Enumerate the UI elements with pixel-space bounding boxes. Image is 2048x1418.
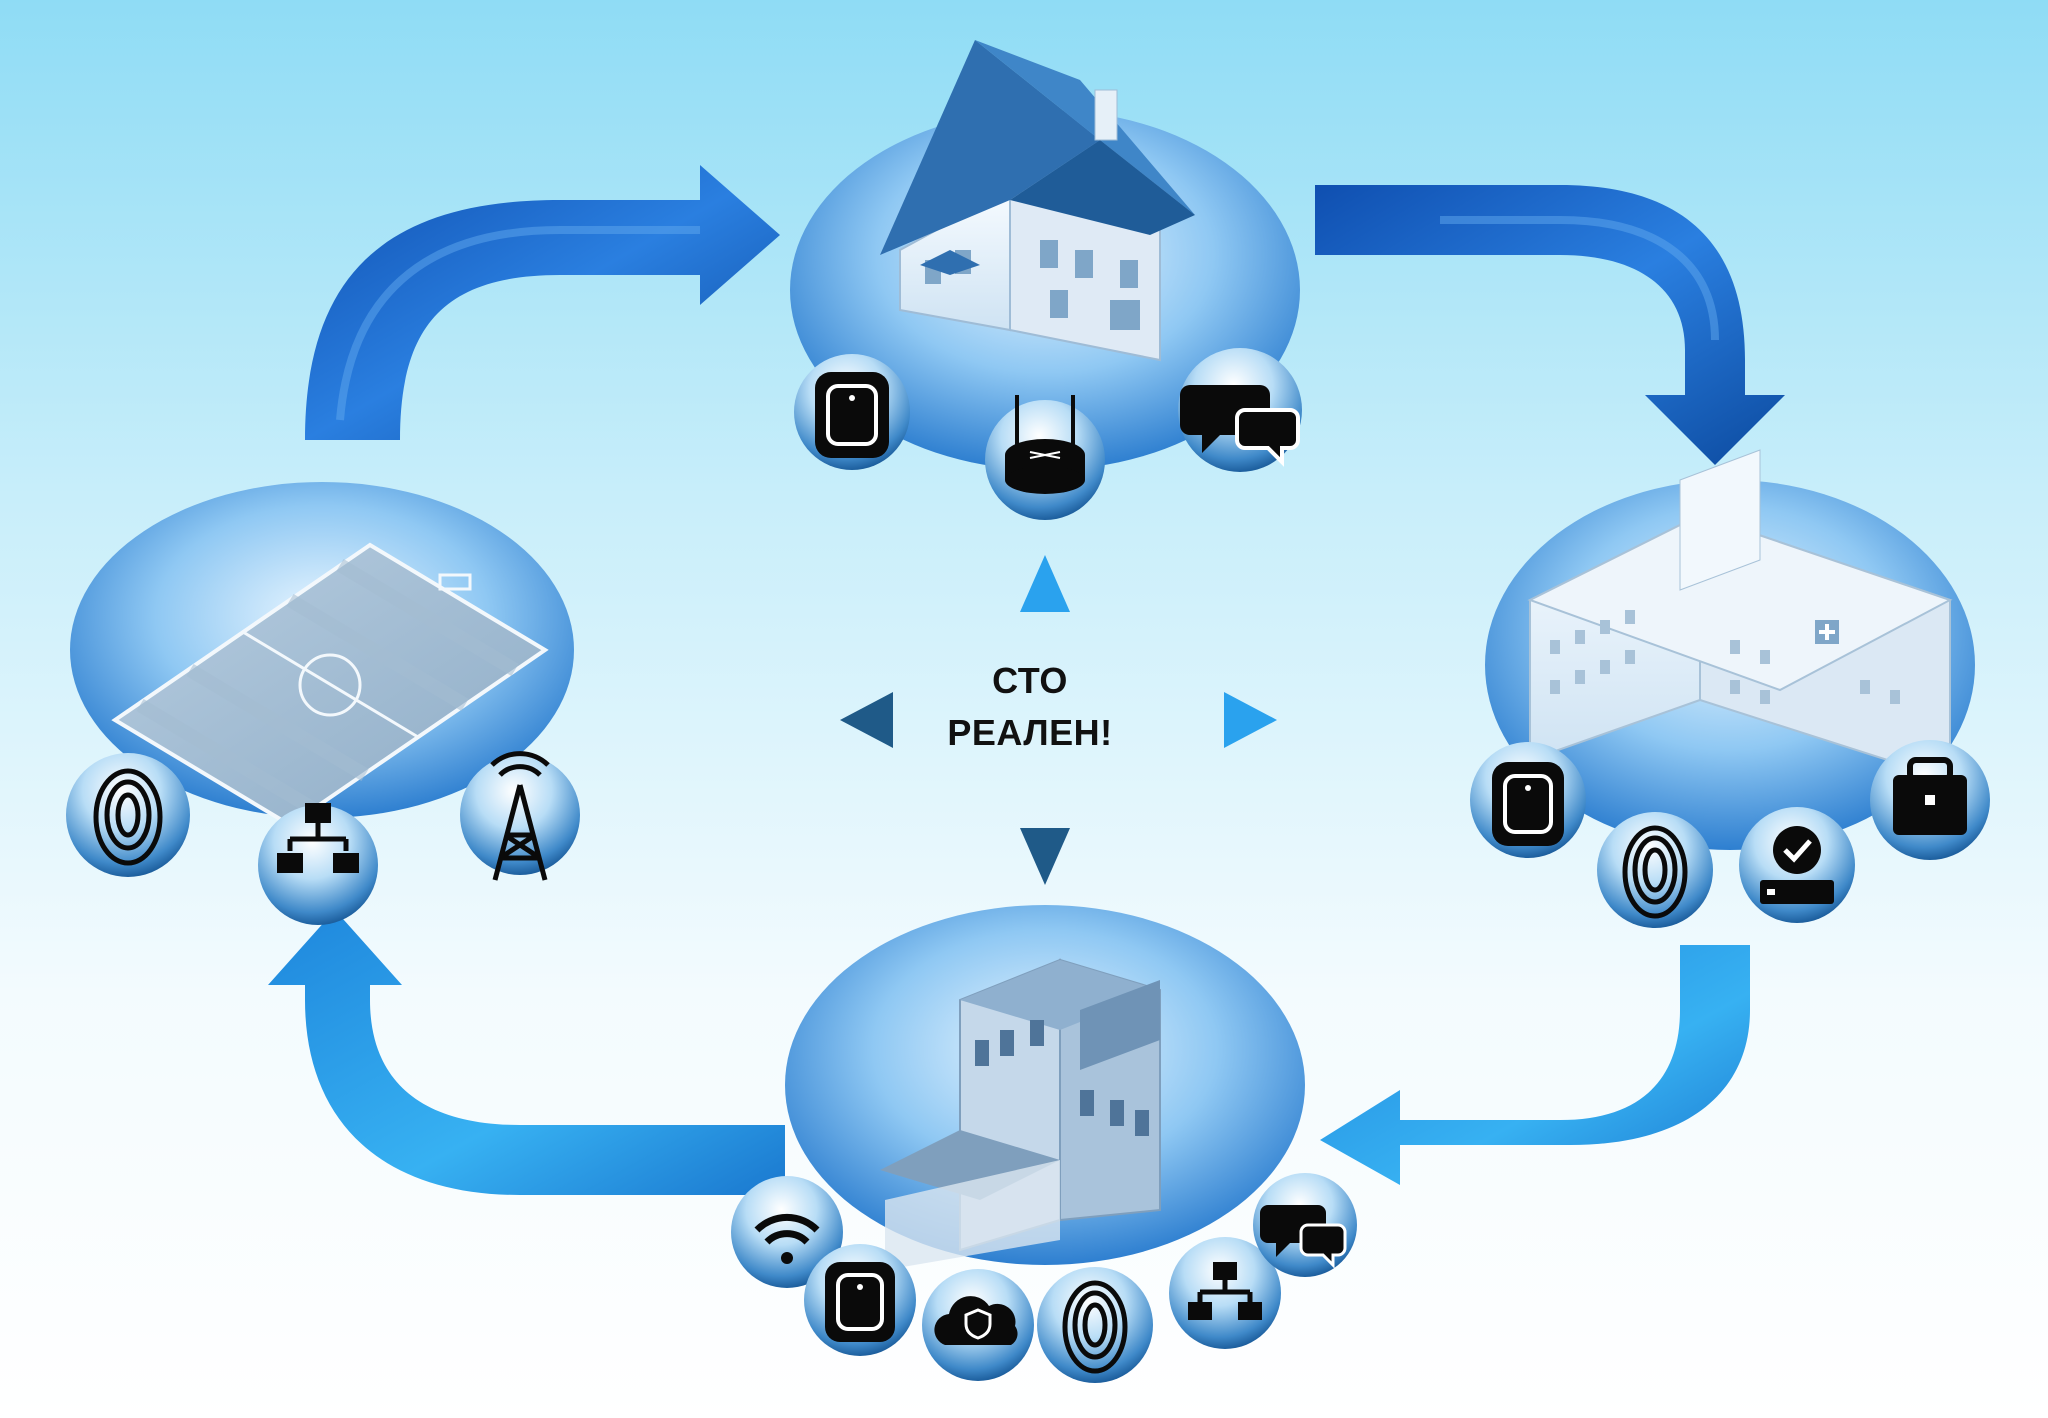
stadium-icon-network: [258, 803, 378, 925]
center-caption-line1: СТО: [992, 660, 1068, 701]
hospital-illustration: [1527, 449, 1953, 782]
hospital-icon-smart-tag: [1470, 742, 1586, 858]
shop-icon-network: [1169, 1237, 1281, 1349]
triangle-left: [840, 692, 893, 748]
house-illustration: [880, 40, 1195, 362]
arrow-shop-to-stadium: [268, 910, 785, 1195]
triangle-down: [1020, 828, 1070, 885]
hospital-icon-verified-device: [1739, 807, 1855, 923]
shop-icon-fingerprint: [1037, 1267, 1153, 1383]
arrow-hospital-to-shop: [1320, 945, 1750, 1185]
football-field-illustration: [111, 542, 549, 828]
hub-hospital: [1470, 449, 1990, 928]
shop-icon-smart-tag: [804, 1244, 916, 1356]
hub-shop: [731, 905, 1357, 1383]
hospital-icon-fingerprint: [1597, 812, 1713, 928]
direction-arrows: [840, 555, 1277, 885]
home-icon-chat-bubbles: [1178, 348, 1302, 472]
triangle-right: [1224, 692, 1277, 748]
arrow-home-to-hospital: [1315, 185, 1785, 465]
center-caption: СТО РЕАЛЕН!: [900, 655, 1160, 759]
stadium-icon-radio-tower: [460, 751, 580, 881]
hospital-icon-briefcase: [1870, 740, 1990, 860]
center-caption-line2: РЕАЛЕН!: [947, 712, 1113, 753]
arrow-stadium-to-home: [305, 165, 780, 440]
shop-icon-cloud-shield: [922, 1269, 1034, 1381]
cafe-illustration: [880, 958, 1161, 1270]
triangle-up: [1020, 555, 1070, 612]
home-icon-router: [985, 395, 1105, 520]
shop-icon-wifi: [731, 1176, 843, 1288]
hub-stadium: [66, 482, 580, 925]
home-icon-smart-tag: [794, 354, 910, 470]
shop-icon-chat-bubbles: [1253, 1173, 1357, 1277]
stadium-icon-fingerprint: [66, 753, 190, 877]
hub-home: [790, 40, 1302, 520]
